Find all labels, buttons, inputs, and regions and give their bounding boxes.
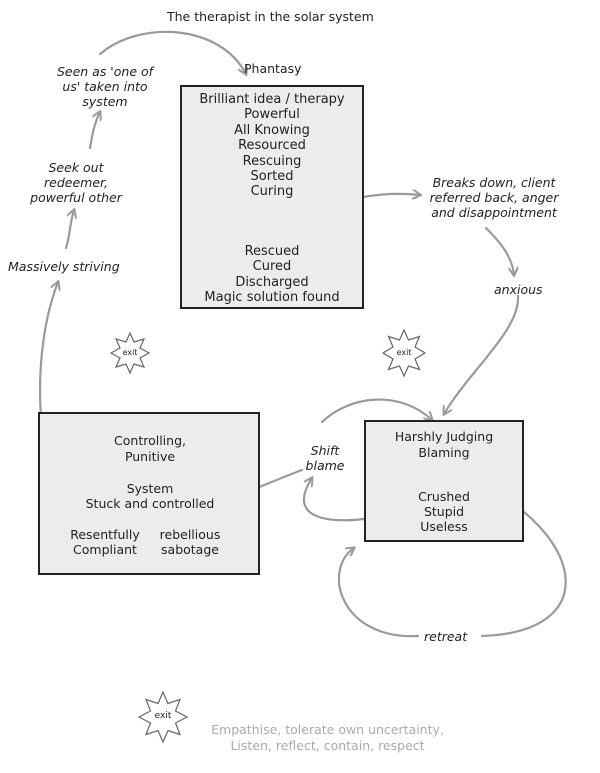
seek-out-line-3: powerful other (30, 190, 122, 205)
arrow-seek-to-seen (88, 112, 100, 150)
brilliant-idea-text: Brilliant idea / therapy (199, 92, 345, 107)
shift-label: Shift (310, 443, 340, 458)
phantasy-label: Phantasy (244, 61, 302, 76)
arrow-retreat-loop (337, 548, 420, 638)
rebellious-text: rebellious (159, 527, 221, 542)
retreat-label: retreat (424, 629, 468, 644)
seen-as-line-3: system (82, 94, 128, 109)
stupid-text: Stupid (423, 504, 465, 519)
arrow-striving-to-seek (64, 210, 74, 250)
stuck-controlled-text: Stuck and controlled (85, 496, 215, 511)
resentfully-text: Resentfully (70, 527, 140, 542)
exit-label-2: exit (396, 348, 412, 357)
sorted-text: Sorted (250, 169, 294, 185)
arrow-system-to-judging (320, 398, 432, 424)
seen-as-line-1: Seen as 'one of (56, 64, 154, 79)
exit-label-1: exit (122, 348, 138, 357)
anxious-label: anxious (494, 282, 543, 297)
curing-text: Curing (250, 184, 294, 200)
breaks-down-line-2: referred back, anger (429, 190, 559, 205)
controlling-text: Controlling, (114, 433, 186, 448)
magic-solution-text: Magic solution found (204, 290, 340, 306)
useless-text: Useless (420, 519, 468, 534)
harshly-judging-text: Harshly Judging (394, 429, 494, 444)
arrow-anxious-to-judging (444, 294, 520, 414)
judging-box (364, 420, 524, 542)
breaks-down-line-3: and disappointment (431, 205, 557, 220)
resourced-text: Resourced (238, 138, 306, 154)
seek-out-line-1: Seek out (48, 160, 104, 175)
punitive-text: Punitive (124, 449, 176, 464)
exit-label-3: exit (154, 711, 172, 721)
rescued-text: Rescued (244, 243, 300, 259)
exit-star-3 (137, 690, 189, 744)
exit-star-1 (109, 331, 151, 375)
compliant-text: Compliant (73, 542, 137, 557)
exit-star-2 (381, 328, 427, 378)
seen-as-line-2: us' taken into (62, 79, 148, 94)
arrow-seen-to-phantasy (98, 30, 246, 74)
footer-line-2: Listen, reflect, contain, respect (230, 738, 425, 753)
arrow-breaks-to-anxious (484, 226, 514, 275)
blaming-text: Blaming (418, 445, 470, 460)
cured-text: Cured (252, 259, 292, 275)
all-knowing-text: All Knowing (234, 122, 310, 138)
discharged-text: Discharged (235, 274, 309, 290)
phantasy-box: Brilliant idea / therapy Powerful All Kn… (180, 85, 364, 309)
massively-striving-label: Massively striving (8, 259, 120, 274)
breaks-down-line-1: Breaks down, client (432, 175, 556, 190)
footer-line-1: Empathise, tolerate own uncertainty, (211, 722, 444, 737)
crushed-text: Crushed (418, 489, 470, 504)
diagram-title: The therapist in the solar system (167, 9, 374, 24)
rescuing-text: Rescuing (242, 153, 302, 169)
blame-label: blame (305, 458, 345, 473)
sabotage-text: sabotage (161, 542, 219, 557)
seek-out-line-2: redeemer, (44, 175, 108, 190)
system-box (38, 412, 260, 575)
system-text: System (126, 481, 174, 496)
powerful-text: Powerful (244, 107, 300, 123)
